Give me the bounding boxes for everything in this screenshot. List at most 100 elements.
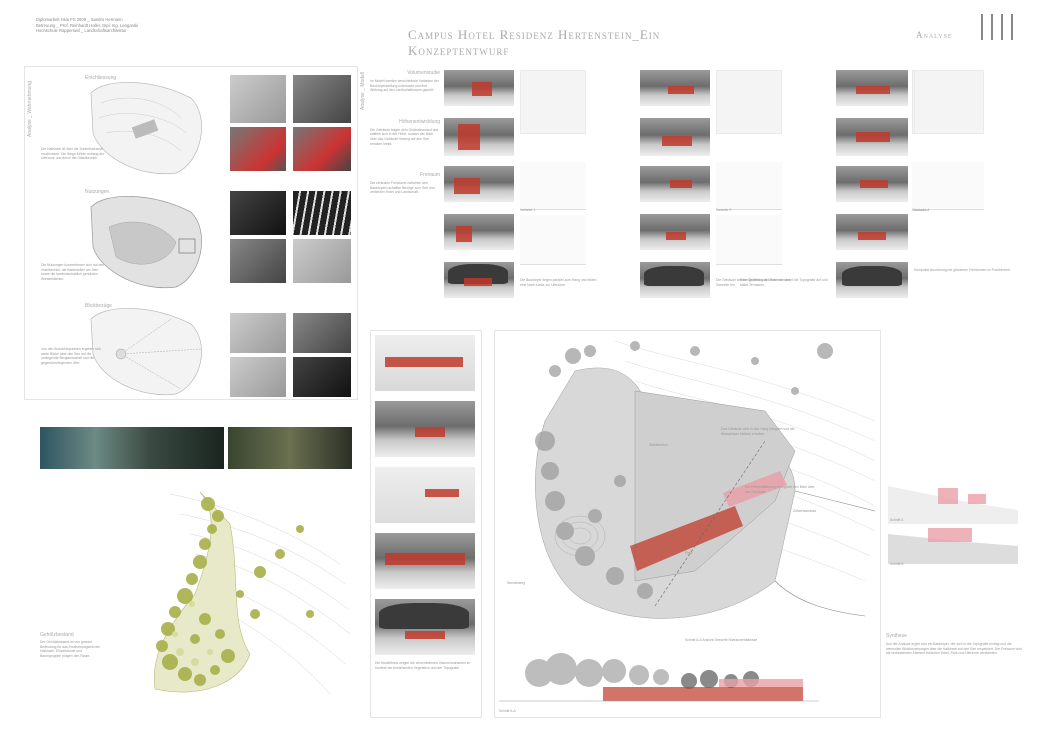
model-photo [838,214,908,250]
site-plan-erschliessung [90,81,202,175]
model-photo [640,70,710,106]
panel-text: Die Nutzungen konzentrieren sich auf den… [41,263,105,281]
photo [293,75,351,123]
photo [293,357,351,397]
section-sketch [716,162,782,210]
plan-annotation: Seeuferweg [507,581,526,585]
model-text-column: Volumenstudie Im Modell werden verschied… [370,70,440,195]
model-photo [375,335,475,391]
photo [230,127,286,171]
section-sketch [520,162,586,210]
site-plan-blickbezuege [90,307,202,396]
model-photo [375,467,475,523]
variant-caption: Eine Staffelung der Volumen nimmt die To… [740,278,828,287]
plan-annotation: Zufahrtsstrasse [793,509,817,513]
main-plan-panel: Waldbereich Das Gebäude wird in den Hang… [494,330,881,718]
site-plan-nutzungen [90,195,202,289]
variant-label: Variante 4 [914,208,930,212]
panel-heading: Blickbezüge [85,303,112,309]
variant-label: Variante 3 [912,208,928,212]
panel-text: Die Halbinsel ist über die Zufahrtsstras… [41,147,105,161]
photo [230,239,286,283]
model-photo [838,166,908,202]
model-photo [444,166,514,202]
photo [293,127,351,171]
panel-text: Von den Aussichtspunkten ergeben sich we… [41,347,102,365]
section-label: Schnitt A [890,518,904,522]
page-title: Campus Hotel Residenz Hertenstein_Ein Ko… [408,27,661,58]
plan-sketch [914,70,984,134]
photo [230,357,286,397]
model-photo [838,262,908,298]
panel-heading: Nutzungen [85,189,110,195]
right-section-a [888,480,1018,524]
site-plan [535,340,876,619]
variant-caption: Die Baukörper liegen parallel zum Hang u… [520,278,597,287]
plan-annotation: Waldbereich [649,443,668,447]
block-text: Die Gebäude folgen dem Geländeverlauf un… [370,127,439,146]
model-photo [444,70,514,106]
panel-heading: Erschliessung [85,75,117,81]
model-photo [640,262,710,298]
photo [293,239,351,283]
left-panel: Analyse _ Wahrnehmung Erschliessung Die … [24,66,358,400]
photo [230,313,286,353]
header-meta: Diplomarbeit Hslu FS 2009 _ Sandro Herma… [36,17,156,34]
model-photo [375,533,475,589]
meta-line: Betreuung _ Prof. Reinhardt Haller, Dipl… [36,22,139,28]
side-label: Analyse _ Wahrnehmung [27,81,33,137]
block-text: Die zentralen Freiräume zwischen den Bau… [370,181,435,195]
model-photo [640,166,710,202]
tree-inventory-map [100,484,355,714]
model-photo [444,118,514,156]
model-photos-panel: Die Modellfotos zeigen die verschiedenen… [370,330,482,718]
model-photo [444,214,514,250]
section-sketch [716,215,782,265]
variant-label: Variante 2 [716,208,732,212]
block-heading: Volumenstudie [407,70,440,76]
section-sketch [520,215,586,265]
trees-text: Der Gehölzbestand ist von grosser Bedeut… [40,640,101,658]
trees-text-block: Gehölzbestand Der Gehölzbestand ist von … [40,632,102,658]
variant-caption: Die Gebäude werden gedreht und öffnen si… [716,278,791,287]
right-section-b [888,524,1018,564]
model-photo [375,401,475,457]
section-title: Analyse [916,30,953,40]
plan-annotation: Das Gebäude wird in den Hang integriert … [721,427,795,436]
section-elevation [499,653,819,702]
photo-panorama [40,427,224,469]
photo [293,313,351,353]
plan-annotation: Die Höhenstaffelung ermöglicht den Blick… [745,485,815,494]
model-photo [640,214,710,250]
block-heading: Freiraum [419,172,440,179]
variant-label: Variante 1 [520,208,536,212]
plan-sketch [520,70,586,134]
model-photo [838,70,908,106]
trees-heading: Gehölzbestand [40,632,74,638]
conclusion-block: Synthese Aus der Analyse ergibt sich ein… [886,633,1022,656]
variant-caption: Kompakte Anordnung mit grösseren Freiräu… [914,268,1011,272]
photo [293,191,351,235]
block-text: Im Modell werden verschiedene Varianten … [370,79,439,93]
block-heading: Höhenentwicklung [399,118,440,125]
section-sketch [914,162,984,210]
section-label: Schnitt A-A [499,709,516,713]
section-label: Schnitt B [890,562,904,566]
caption: Die Modellfotos zeigen die verschiedenen… [375,661,471,670]
meta-line: Hochschule Rapperswil _ Landschaftsarchi… [36,28,127,33]
conclusion-heading: Synthese [886,633,907,639]
header-bars [981,14,1021,45]
photo [230,75,286,123]
model-photo [640,118,710,156]
plan-sketch [716,70,782,134]
conclusion-text: Aus der Analyse ergibt sich ein Baukörpe… [886,642,1022,656]
plan-annotation: Platz [685,551,693,555]
model-photo [838,118,908,156]
photo-panorama [228,427,352,469]
model-photo [375,599,475,655]
meta-line: Diplomarbeit Hslu FS 2009 _ Sandro Herma… [36,17,123,22]
photo [230,191,286,235]
plan-annotation: Schnitt A-A Ansicht Seeseite Niveauverhä… [685,638,758,642]
side-label: Analyse _ Modell [360,71,366,110]
model-photo [444,262,514,298]
